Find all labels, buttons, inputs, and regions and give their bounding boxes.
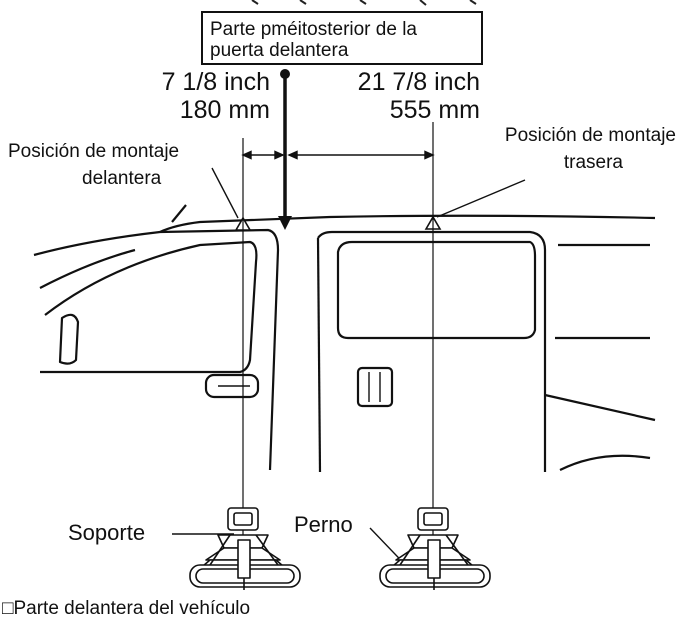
footer-caption: □Parte delantera del vehículo [2, 598, 250, 619]
rear-quarter-window [555, 243, 650, 340]
front-door-frame [33, 228, 280, 471]
support-label: Soporte [68, 520, 145, 545]
rear-mount-label-line1: Posición de montaje [505, 125, 676, 146]
sliding-door-frame [317, 230, 547, 472]
door-rear-label-line2: puerta delantera [210, 40, 349, 61]
sliding-door-front-edge [316, 237, 322, 473]
front-window-inner-line [39, 248, 136, 289]
rear-mount-label-line2: trasera [564, 152, 624, 173]
rear-mount-foot [379, 507, 491, 590]
front-mount-foot [189, 507, 301, 590]
dimension-arrows [241, 150, 435, 160]
front-door-window [40, 240, 258, 374]
left-distance-metric: 180 mm [180, 96, 270, 124]
windshield-line [171, 204, 187, 223]
rear-wheel-arch [559, 454, 651, 471]
side-mirror [58, 313, 80, 365]
van-roof-line [159, 214, 656, 233]
body-side-line [544, 393, 656, 422]
front-door-handle [204, 373, 260, 399]
sliding-door-handle [356, 366, 394, 408]
top-clipped-text-remnant [251, 0, 477, 6]
front-mount-label-line2: delantera [82, 168, 162, 189]
right-distance-imperial: 21 7/8 inch [358, 68, 480, 96]
front-mount-label-line1: Posición de montaje [8, 141, 179, 162]
rear-side-window [336, 240, 537, 340]
rear-mount-leader [436, 179, 526, 218]
door-rear-label-box [201, 11, 483, 65]
front-mount-leader [211, 167, 239, 219]
right-distance-metric: 555 mm [390, 96, 480, 124]
door-rear-label-line1: Parte pméitosterior de la [210, 19, 417, 40]
door-rear-reference-arrowhead [278, 216, 292, 230]
left-distance-imperial: 7 1/8 inch [162, 68, 270, 96]
bolt-label: Perno [294, 512, 353, 537]
van-outline [33, 204, 656, 473]
